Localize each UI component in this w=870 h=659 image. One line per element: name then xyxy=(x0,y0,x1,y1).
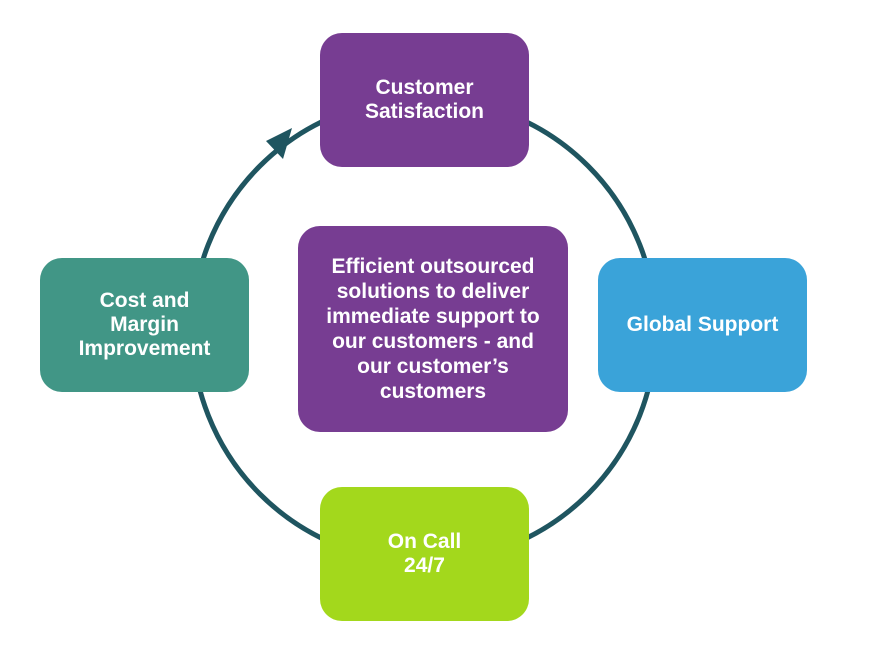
center-statement-box: Efficient outsourced solutions to delive… xyxy=(298,226,568,432)
customer-satisfaction-box: Customer Satisfaction xyxy=(320,33,529,167)
on-call-box: On Call 24/7 xyxy=(320,487,529,621)
cycle-arrowhead xyxy=(266,128,292,159)
cost-margin-box: Cost and Margin Improvement xyxy=(40,258,249,392)
global-support-box: Global Support xyxy=(598,258,807,392)
